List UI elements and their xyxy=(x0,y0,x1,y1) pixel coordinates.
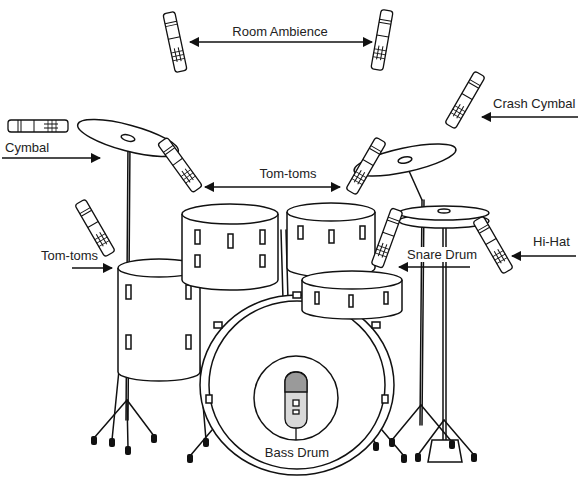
part-label: Tom-toms xyxy=(40,248,99,263)
cymbals xyxy=(74,112,489,228)
leader-arrows xyxy=(2,42,578,268)
part-label: Room Ambience xyxy=(231,24,328,39)
part-label: Bass Drum xyxy=(264,445,330,460)
drums xyxy=(118,203,402,475)
part-label: Tom-toms xyxy=(258,166,317,181)
microphones xyxy=(8,9,513,440)
part-label: Cymbal xyxy=(4,140,50,155)
part-label: Snare Drum xyxy=(406,247,478,262)
part-label: Crash Cymbal xyxy=(492,96,576,111)
part-label: Hi-Hat xyxy=(532,234,571,249)
